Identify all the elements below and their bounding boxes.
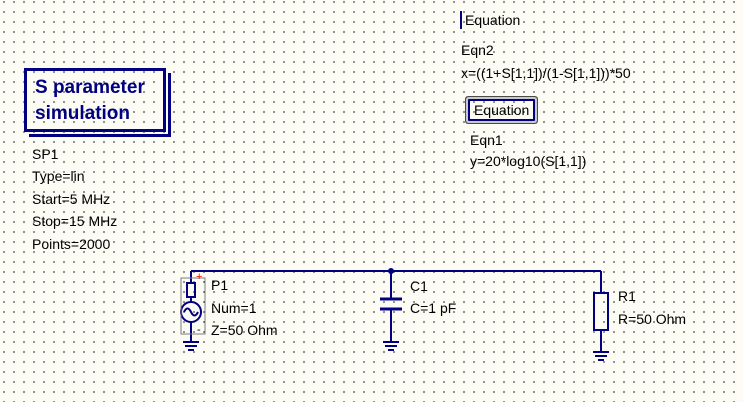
port-plus-sign: + [196, 271, 202, 283]
resistor-r1-name[interactable]: R1 [618, 288, 636, 304]
port-p1-frame [180, 277, 206, 335]
sp-name-label[interactable]: SP1 [32, 146, 59, 162]
sp-simulation-title: S parameter simulation [35, 77, 145, 124]
capacitor-c1-symbol[interactable] [380, 271, 402, 351]
eqn2-expression[interactable]: x=((1+S[1,1])/(1-S[1,1]))*50 [461, 65, 631, 81]
sp-start-property[interactable]: Start=5 MHz [32, 191, 111, 207]
resistor-r1-value[interactable]: R=50 Ohm [618, 311, 687, 327]
eqn2-name-label[interactable]: Eqn2 [461, 42, 494, 58]
sp-stop-property[interactable]: Stop=15 MHz [32, 213, 118, 229]
capacitor-c1-name[interactable]: C1 [410, 278, 428, 294]
eqn1-name-label[interactable]: Eqn1 [470, 132, 503, 148]
sp-simulation-block[interactable]: S parameter simulation [24, 68, 171, 137]
eqn1-expression[interactable]: y=20*log10(S[1,1]) [470, 153, 587, 169]
sp-points-property[interactable]: Points=2000 [32, 236, 111, 252]
equation-block-eqn1[interactable]: Equation [468, 99, 536, 121]
port-minus-sign: - [197, 324, 201, 336]
equation-block-eqn2[interactable]: Equation [460, 11, 523, 29]
port-p1-name[interactable]: P1 [211, 277, 229, 293]
capacitor-c1-value[interactable]: C=1 pF [410, 300, 457, 316]
sp-type-property[interactable]: Type=lin [32, 168, 85, 184]
port-p1-impedance[interactable]: Z=50 Ohm [211, 322, 278, 338]
resistor-r1-symbol[interactable] [593, 271, 609, 361]
port-p1-num[interactable]: Num=1 [211, 300, 257, 316]
